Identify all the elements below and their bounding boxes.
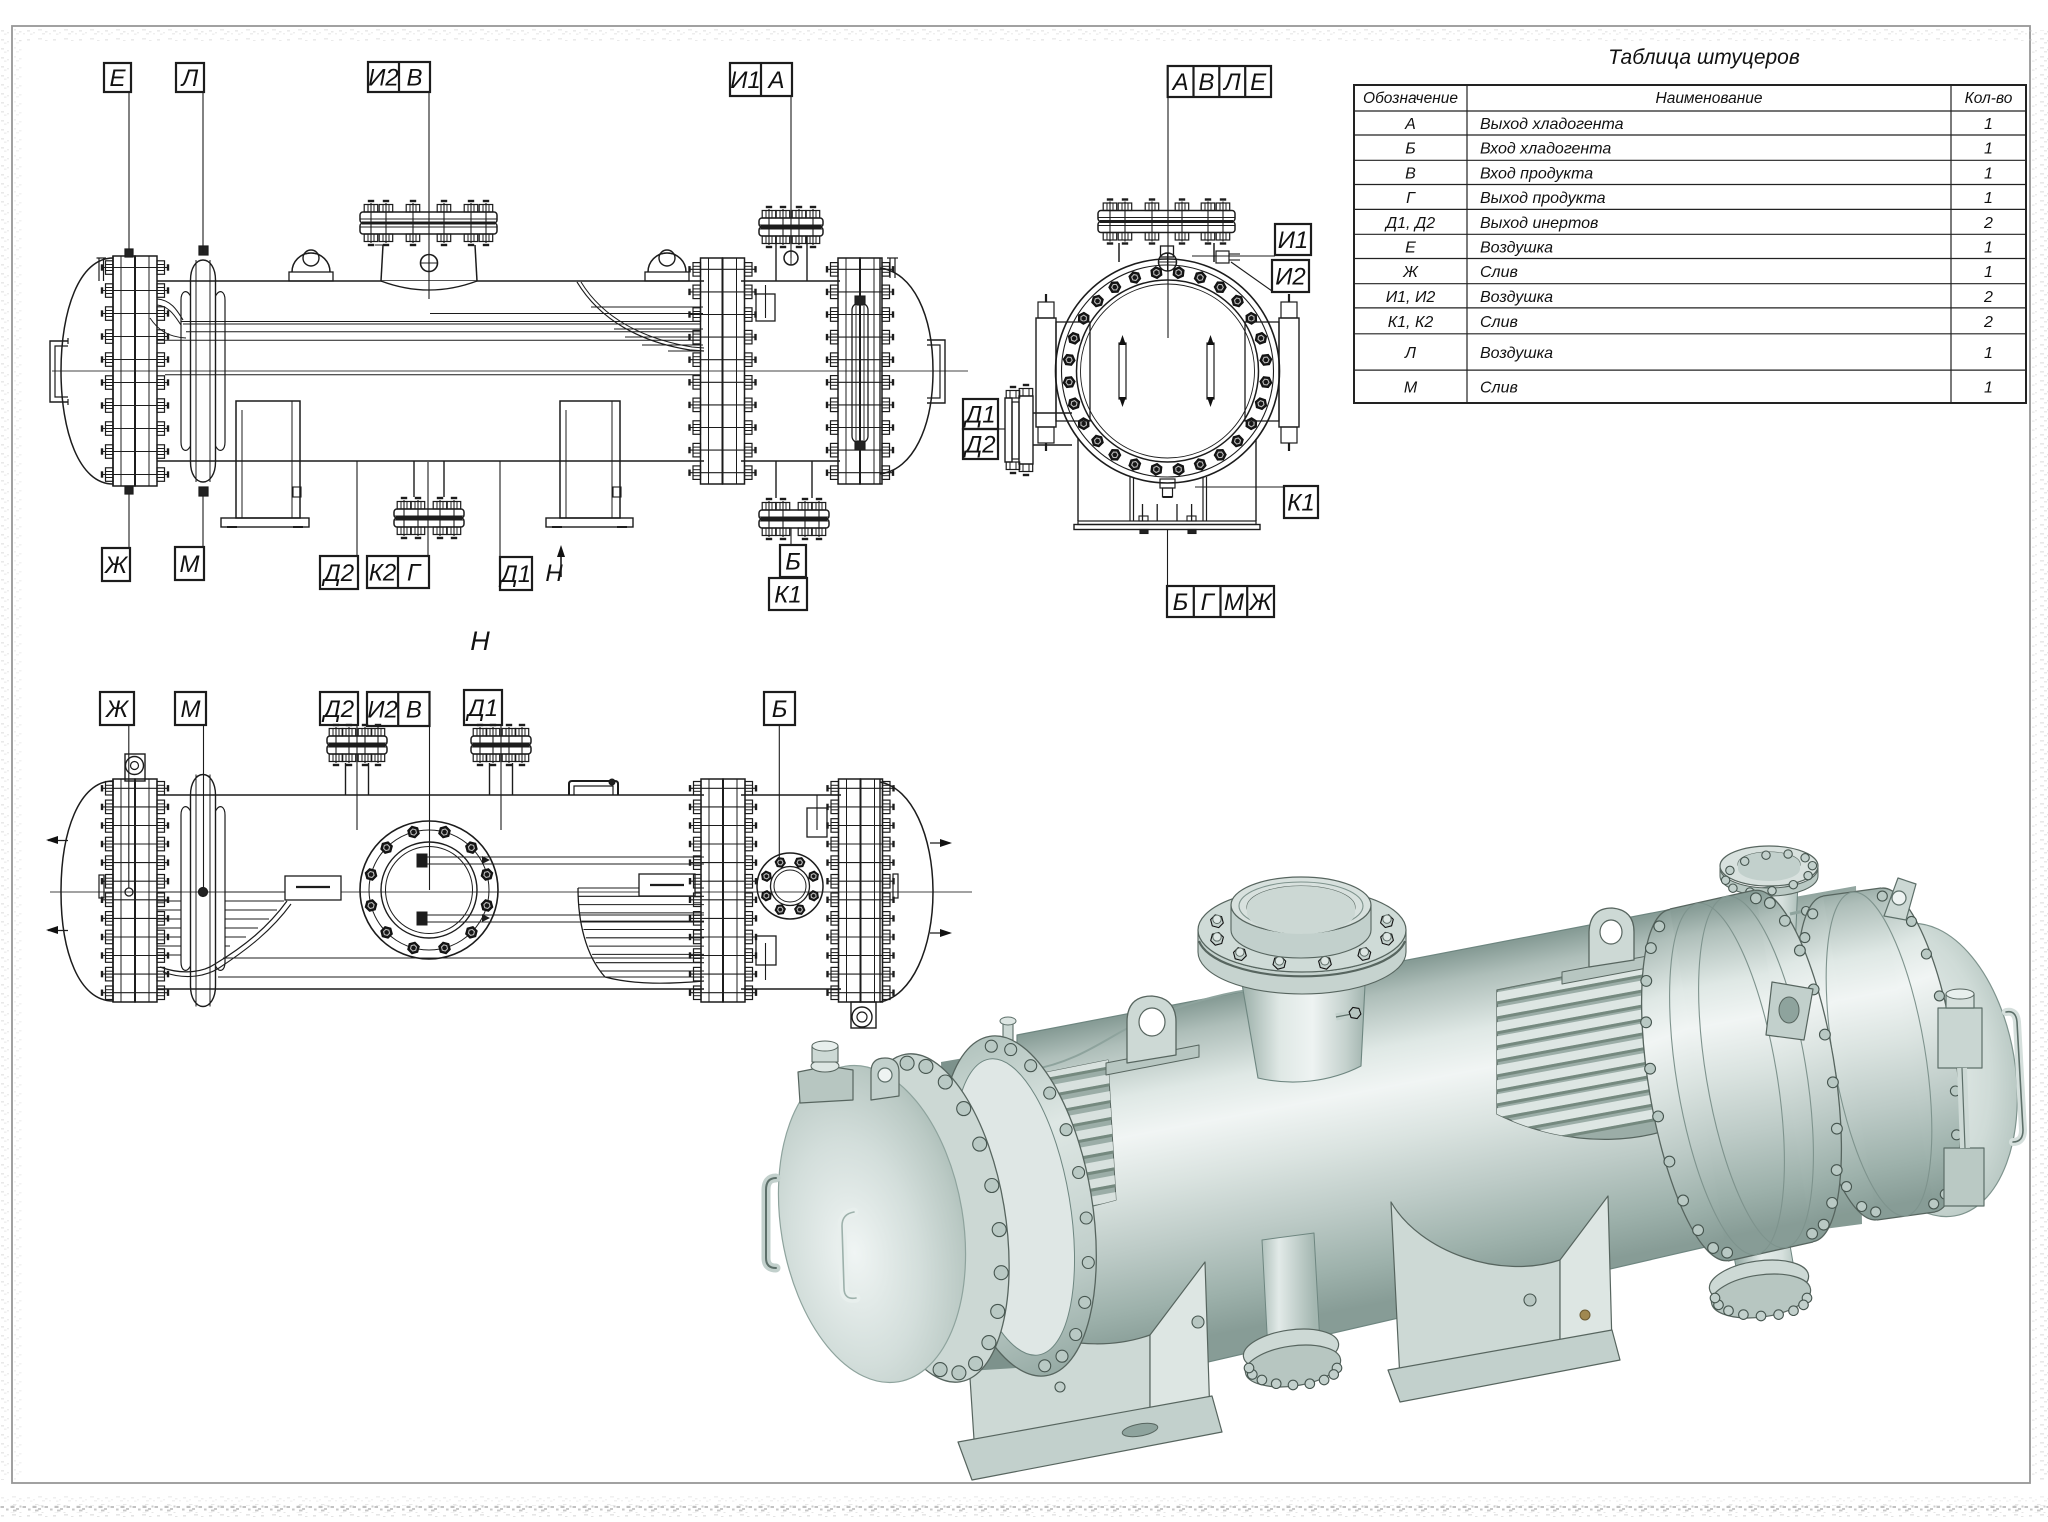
svg-text:Д2: Д2 [321,696,354,723]
svg-text:Слив: Слив [1480,314,1518,331]
svg-text:М: М [180,551,200,578]
svg-text:Е: Е [1250,69,1267,96]
svg-text:Г: Г [1201,589,1216,616]
svg-text:И1: И1 [1278,227,1309,254]
svg-text:А: А [1404,116,1416,133]
svg-text:М: М [181,696,201,723]
svg-text:Ж: Ж [105,696,130,723]
svg-text:Кол-во: Кол-во [1965,90,2013,107]
svg-text:Е: Е [109,65,126,92]
svg-text:Выход продукта: Выход продукта [1480,190,1606,207]
svg-text:1: 1 [1984,345,1993,362]
svg-text:2: 2 [1983,215,1993,232]
svg-text:Воздушка: Воздушка [1480,289,1553,306]
svg-text:И2: И2 [1275,263,1306,290]
svg-text:2: 2 [1983,289,1993,306]
svg-text:Б: Б [785,548,801,575]
svg-text:Ж: Ж [104,552,129,579]
svg-text:Д1, Д2: Д1, Д2 [1384,215,1435,232]
svg-text:Б: Б [1173,589,1189,616]
svg-text:Ж: Ж [1402,264,1419,281]
svg-text:Воздушка: Воздушка [1480,345,1553,362]
svg-text:А: А [766,67,784,94]
svg-text:В: В [406,696,422,723]
svg-text:Обозначение: Обозначение [1363,90,1458,107]
svg-text:Б: Б [772,696,788,723]
svg-text:Вход продукта: Вход продукта [1480,165,1593,182]
svg-text:В: В [406,64,422,91]
svg-text:И1, И2: И1, И2 [1386,289,1436,306]
svg-text:Е: Е [1405,239,1416,256]
svg-text:Слив: Слив [1480,264,1518,281]
svg-text:Ж: Ж [1249,589,1274,616]
svg-text:Г: Г [1406,190,1416,207]
svg-text:1: 1 [1984,116,1993,133]
svg-text:Д2: Д2 [321,560,354,587]
svg-text:М: М [1224,589,1244,616]
svg-text:Таблица штуцеров: Таблица штуцеров [1608,46,1800,69]
svg-text:2: 2 [1983,314,1993,331]
svg-text:И2: И2 [367,696,398,723]
svg-text:Выход инертов: Выход инертов [1480,215,1598,232]
svg-text:1: 1 [1984,141,1993,158]
svg-text:1: 1 [1984,190,1993,207]
svg-text:К2: К2 [369,559,397,586]
svg-text:Выход хладогента: Выход хладогента [1480,116,1624,133]
svg-text:В: В [1198,69,1214,96]
svg-text:М: М [1404,380,1418,397]
svg-text:Н: Н [545,560,563,587]
svg-text:1: 1 [1984,380,1993,397]
svg-text:1: 1 [1984,239,1993,256]
svg-text:К1: К1 [774,581,802,608]
svg-text:Л: Л [1222,69,1241,96]
svg-text:Д2: Д2 [962,431,995,458]
svg-text:И1: И1 [730,67,761,94]
svg-text:Д1: Д1 [465,695,498,722]
svg-text:Воздушка: Воздушка [1480,239,1553,256]
svg-text:1: 1 [1984,165,1993,182]
svg-text:И2: И2 [368,64,399,91]
svg-text:Наименование: Наименование [1656,90,1763,107]
svg-text:Л: Л [180,65,199,92]
svg-text:Г: Г [407,559,422,586]
svg-text:А: А [1171,69,1189,96]
svg-text:Н: Н [470,626,490,656]
svg-text:Д1: Д1 [498,561,531,588]
svg-text:Л: Л [1404,345,1416,362]
svg-text:В: В [1405,165,1416,182]
svg-text:Слив: Слив [1480,380,1518,397]
svg-text:Д1: Д1 [962,401,995,428]
svg-text:Вход хладогента: Вход хладогента [1480,141,1611,158]
svg-text:Б: Б [1405,141,1415,158]
svg-text:1: 1 [1984,264,1993,281]
svg-text:К1: К1 [1287,489,1315,516]
svg-text:К1, К2: К1, К2 [1388,314,1434,331]
